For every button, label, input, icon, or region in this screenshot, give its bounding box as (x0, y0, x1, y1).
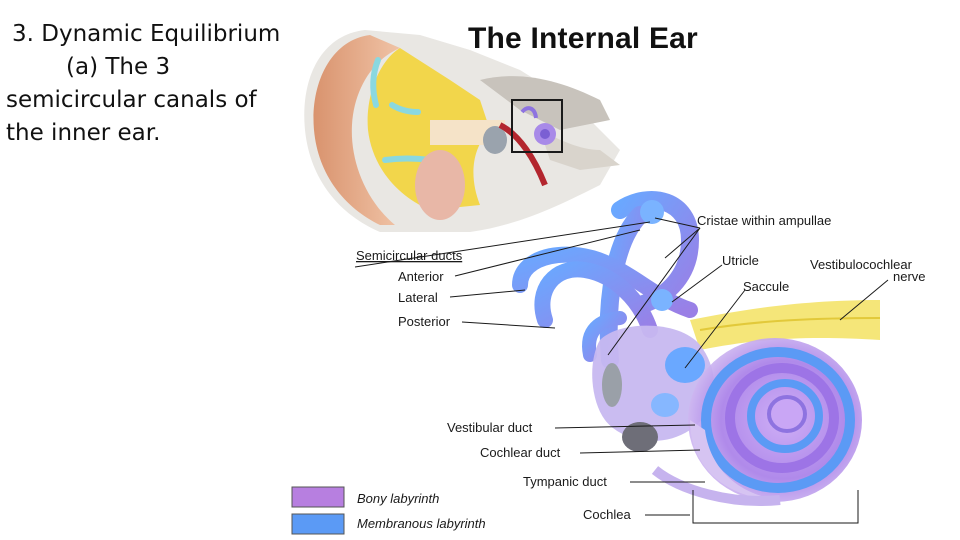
label-nerve: nerve (893, 269, 926, 284)
label-saccule: Saccule (743, 279, 789, 294)
label-utricle: Utricle (722, 253, 759, 268)
inset-box (511, 99, 563, 153)
legend: Bony labyrinth Membranous labyrinth (291, 486, 486, 535)
label-posterior: Posterior (398, 314, 451, 329)
heading-line-4: the inner ear. (6, 120, 161, 146)
vestibule (592, 325, 714, 452)
outer-ear-section (304, 30, 620, 232)
label-cristae: Cristae within ampullae (697, 213, 831, 228)
cochlea (651, 338, 862, 506)
leader-lines (354, 217, 889, 524)
label-cochlear-duct: Cochlear duct (480, 445, 561, 460)
label-anterior: Anterior (398, 269, 444, 284)
legend-swatch-membranous (291, 513, 345, 535)
vestibulocochlear-nerve (690, 300, 881, 350)
slide-heading: 3. Dynamic Equilibrium (a) The 3 semicir… (6, 18, 296, 150)
label-lateral: Lateral (398, 290, 438, 305)
heading-line-2: (a) The 3 (66, 54, 171, 80)
figure-title: The Internal Ear (468, 22, 698, 55)
legend-label-membranous: Membranous labyrinth (357, 516, 486, 531)
legend-label-bony: Bony labyrinth (357, 491, 439, 506)
label-vestibular-duct: Vestibular duct (447, 420, 533, 435)
label-semicircular-ducts: Semicircular ducts (356, 248, 463, 263)
heading-line-1: 3. Dynamic Equilibrium (12, 21, 281, 47)
label-vestibulocochlear: Vestibulocochlear (810, 257, 913, 272)
label-tympanic-duct: Tympanic duct (523, 474, 607, 489)
heading-line-3: semicircular canals of (6, 87, 257, 113)
legend-swatch-bony (291, 486, 345, 508)
label-cochlea: Cochlea (583, 507, 631, 522)
